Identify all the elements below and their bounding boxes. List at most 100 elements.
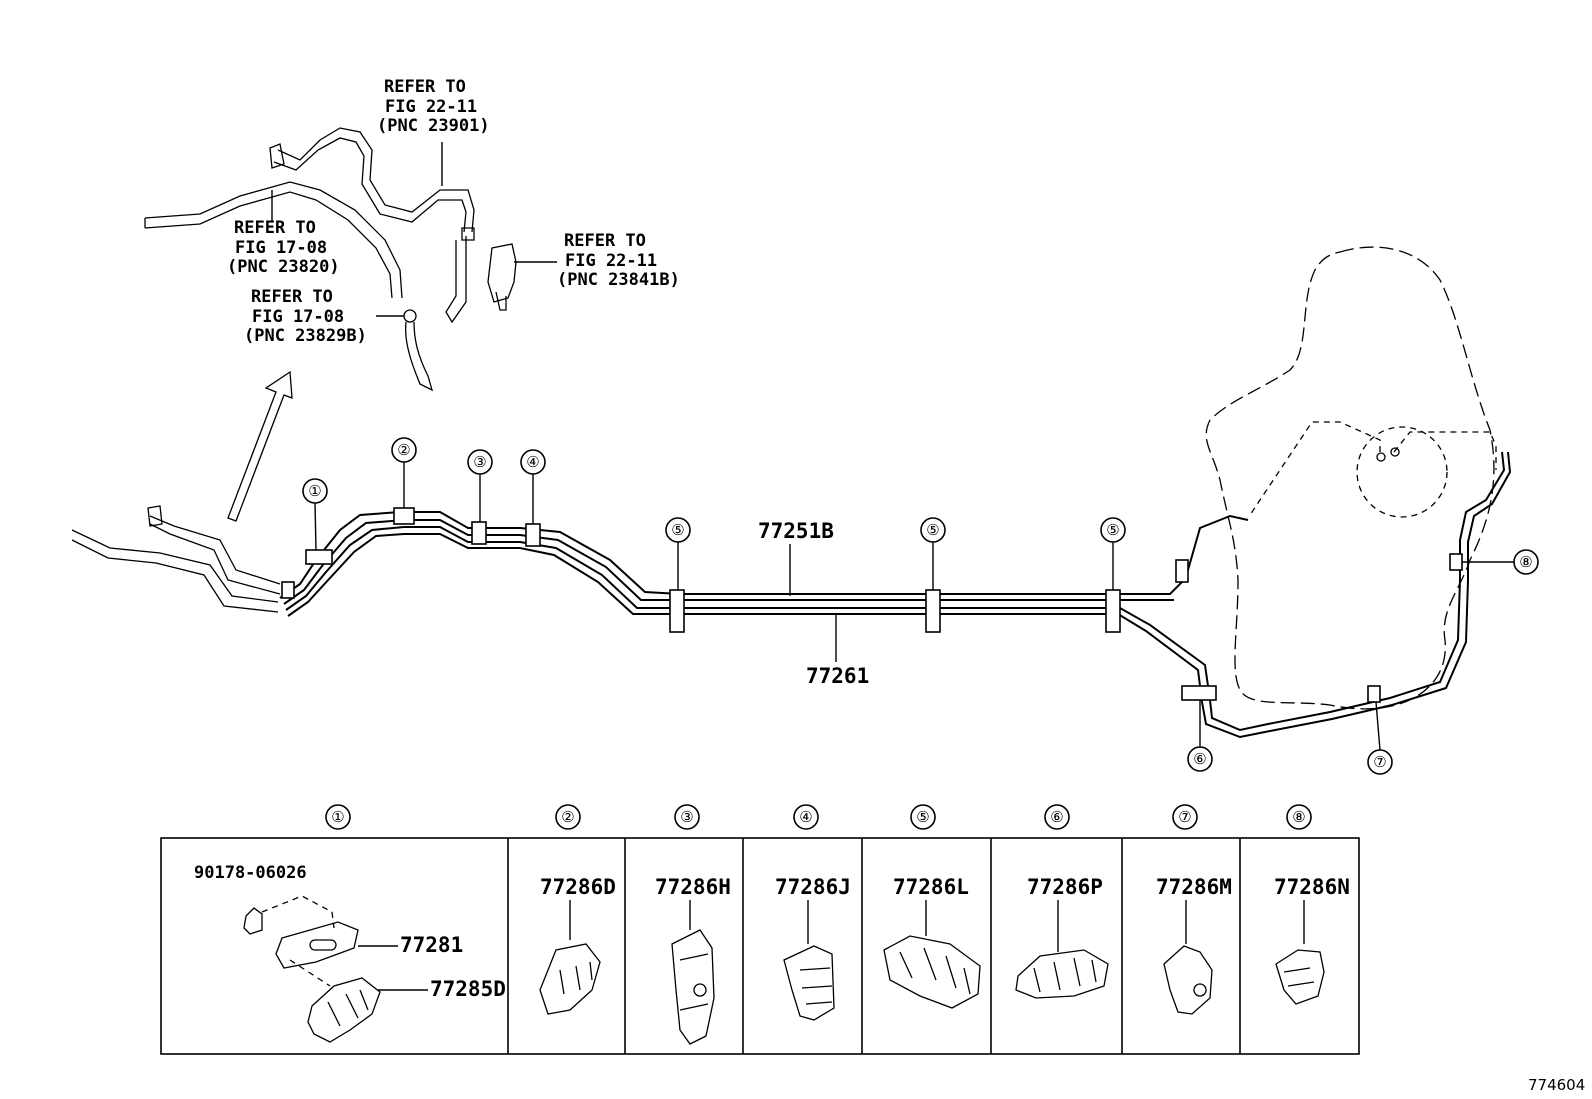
bolt-icon [243, 907, 263, 935]
svg-text:(PNC 23841B): (PNC 23841B) [557, 270, 680, 290]
table-cell-2: 77286D [539, 875, 616, 1015]
reference-label-fig17-08-23829b: REFER TO FIG 17-08 (PNC 23829B) [244, 287, 404, 346]
fuel-tank-outline [1205, 246, 1497, 710]
svg-text:77281: 77281 [400, 933, 463, 957]
callout-2: ② [391, 437, 417, 508]
callout-7: ⑦ [1367, 701, 1393, 775]
svg-text:77286N: 77286N [1274, 875, 1350, 899]
figure-id: 774604 [1528, 1076, 1585, 1094]
svg-text:90178-06026: 90178-06026 [194, 863, 307, 883]
svg-text:77261: 77261 [806, 664, 869, 688]
callout-6: ⑥ [1187, 700, 1213, 772]
table-header-4: ④ [793, 804, 819, 830]
svg-text:④: ④ [799, 808, 812, 826]
svg-text:(PNC 23829B): (PNC 23829B) [244, 326, 367, 346]
table-header-7: ⑦ [1172, 804, 1198, 830]
table-cell-5: 77286L [883, 875, 981, 1009]
parts-table: ① ② ③ ④ ⑤ ⑥ ⑦ ⑧ 9 [160, 804, 1360, 1055]
svg-text:⑧: ⑧ [1292, 808, 1305, 826]
tube-label-77251b: 77251B [758, 519, 834, 596]
svg-text:REFER TO: REFER TO [564, 231, 646, 251]
callout-5c: ⑤ [1100, 517, 1126, 590]
svg-text:FIG 17-08: FIG 17-08 [252, 307, 344, 327]
svg-text:①: ① [331, 808, 344, 826]
svg-text:77286D: 77286D [540, 875, 616, 899]
clip-connector [1175, 559, 1189, 583]
svg-text:77286P: 77286P [1027, 875, 1103, 899]
table-header-2: ② [555, 804, 581, 830]
svg-text:⑥: ⑥ [1050, 808, 1063, 826]
svg-text:FIG 22-11: FIG 22-11 [385, 97, 477, 117]
svg-text:①: ① [308, 482, 321, 500]
svg-text:⑤: ⑤ [1106, 521, 1119, 539]
svg-text:⑤: ⑤ [926, 521, 939, 539]
clip-2 [393, 507, 415, 525]
clip-8 [1449, 553, 1463, 571]
bracket-icon [275, 921, 359, 969]
svg-text:FIG 17-08: FIG 17-08 [235, 238, 327, 258]
svg-text:⑥: ⑥ [1193, 750, 1206, 768]
svg-text:⑦: ⑦ [1373, 753, 1386, 771]
svg-text:REFER TO: REFER TO [234, 218, 316, 238]
callout-1: ① [302, 478, 328, 551]
tube-label-77261: 77261 [806, 614, 869, 688]
main-fuel-lines [71, 451, 1512, 739]
callout-5b: ⑤ [920, 517, 946, 590]
table-header-6: ⑥ [1044, 804, 1070, 830]
svg-text:⑧: ⑧ [1519, 553, 1532, 571]
svg-text:④: ④ [526, 453, 539, 471]
table-header-3: ③ [674, 804, 700, 830]
reference-label-fig22-11-23901: REFER TO FIG 22-11 (PNC 23901) [377, 77, 490, 186]
clip-6 [1181, 685, 1217, 701]
clip-77286n-icon [1275, 949, 1325, 1005]
svg-text:77285D: 77285D [430, 977, 506, 1001]
svg-text:FIG 22-11: FIG 22-11 [565, 251, 657, 271]
callout-3: ③ [467, 449, 493, 522]
callout-4: ④ [520, 449, 546, 524]
callout-8: ⑧ [1462, 549, 1539, 575]
clip-77286l-icon [883, 935, 981, 1009]
table-cell-4: 77286J [775, 875, 851, 1021]
table-cell-3: 77286H [655, 875, 731, 1045]
svg-text:77286H: 77286H [655, 875, 731, 899]
svg-text:②: ② [397, 441, 410, 459]
svg-text:(PNC 23901): (PNC 23901) [377, 116, 490, 136]
svg-text:REFER TO: REFER TO [251, 287, 333, 307]
inset-hoses [144, 127, 517, 522]
clip-77286p-icon [1015, 949, 1109, 999]
table-header-8: ⑧ [1286, 804, 1312, 830]
table-header-5: ⑤ [910, 804, 936, 830]
clip-5c [1105, 589, 1121, 633]
svg-text:77286L: 77286L [893, 875, 969, 899]
svg-text:77286J: 77286J [775, 875, 851, 899]
clip-5a [669, 589, 685, 633]
clip-7 [1367, 685, 1381, 703]
reference-label-fig22-11-23841b: REFER TO FIG 22-11 (PNC 23841B) [514, 231, 680, 290]
svg-text:(PNC 23820): (PNC 23820) [227, 257, 340, 277]
clip-4 [525, 523, 541, 547]
clip-5b [925, 589, 941, 633]
svg-text:77251B: 77251B [758, 519, 834, 543]
svg-text:⑤: ⑤ [671, 521, 684, 539]
clip-77286m-icon [1163, 945, 1213, 1015]
clip-77286d-icon [539, 943, 601, 1015]
reference-label-fig17-08-23820: REFER TO FIG 17-08 (PNC 23820) [227, 190, 340, 277]
table-header-1: ① [325, 804, 351, 830]
clamp-icon [307, 977, 381, 1043]
clip-77286j-icon [783, 945, 835, 1021]
svg-text:77286M: 77286M [1156, 875, 1232, 899]
callout-5a: ⑤ [665, 517, 691, 590]
clip-3 [471, 521, 487, 545]
svg-text:REFER TO: REFER TO [384, 77, 466, 97]
svg-text:③: ③ [680, 808, 693, 826]
svg-text:⑦: ⑦ [1178, 808, 1191, 826]
line-clips [281, 507, 1463, 703]
svg-text:⑤: ⑤ [916, 808, 929, 826]
table-cell-8: 77286N [1274, 875, 1350, 1005]
table-cell-7: 77286M [1156, 875, 1232, 1015]
clip-1b [281, 581, 295, 599]
clip-1 [305, 549, 333, 565]
svg-text:②: ② [561, 808, 574, 826]
table-cell-6: 77286P [1015, 875, 1109, 999]
